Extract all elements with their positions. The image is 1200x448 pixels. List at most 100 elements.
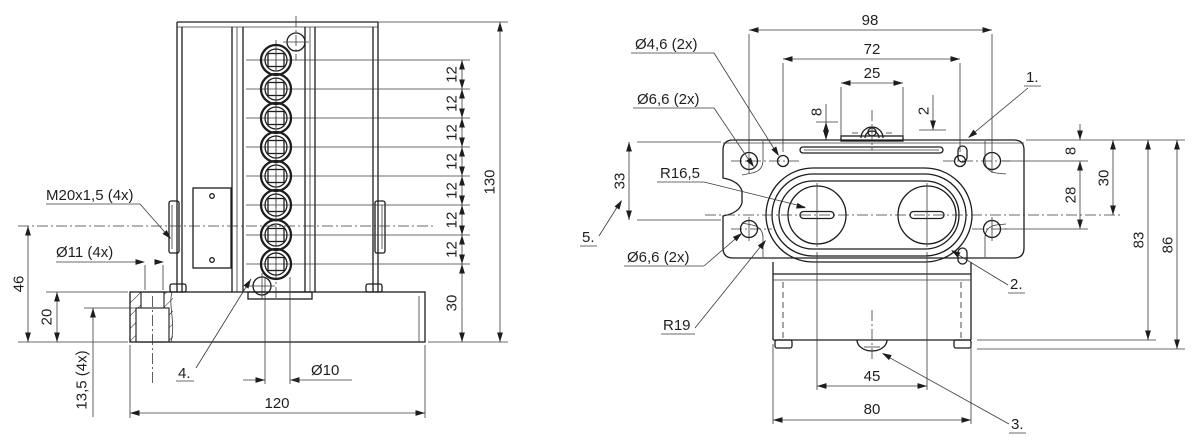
dim-pitch-chain: 12 12 12 12 12 12 12 30 bbox=[444, 60, 465, 342]
dim-83: 83 bbox=[1131, 232, 1148, 249]
dim-130: 130 bbox=[378, 21, 508, 343]
balloon-2: 2. bbox=[949, 247, 1025, 294]
hole-small-left bbox=[776, 154, 790, 168]
label-gland-bore: Ø10 bbox=[311, 362, 339, 379]
gland-2 bbox=[259, 72, 293, 106]
dim-o11: Ø11 (4x) bbox=[56, 244, 164, 290]
svg-text:33: 33 bbox=[612, 173, 629, 190]
svg-text:46: 46 bbox=[11, 276, 28, 293]
tv-seal-obround bbox=[705, 167, 1122, 263]
svg-text:45: 45 bbox=[864, 368, 881, 385]
leader-inner-radius: R16,5 bbox=[657, 165, 807, 211]
svg-text:98: 98 bbox=[862, 12, 879, 29]
label-item-2: 2. bbox=[1010, 276, 1023, 293]
gland-6 bbox=[259, 188, 293, 222]
dim-80: 80 bbox=[772, 344, 972, 424]
dim-12-5: 12 bbox=[444, 182, 461, 199]
dim-12-4: 12 bbox=[444, 153, 461, 170]
balloon-1: 1. bbox=[966, 69, 1041, 141]
fv-column-foot bbox=[247, 291, 313, 300]
fv-base bbox=[129, 291, 426, 384]
leader-outer-radius: R19 bbox=[661, 238, 769, 335]
dim-12-2: 12 bbox=[444, 95, 461, 112]
dim-right-stack: 8 28 30 83 86 bbox=[977, 124, 1185, 350]
fv-right-foot bbox=[365, 283, 383, 293]
section-break-line bbox=[170, 291, 174, 343]
label-outer-radius: R19 bbox=[663, 317, 691, 334]
dim-45: 45 bbox=[816, 252, 928, 390]
gland-3 bbox=[259, 101, 293, 135]
dim-33: 33 bbox=[612, 141, 721, 221]
gland-4 bbox=[259, 130, 293, 164]
gland-1 bbox=[259, 43, 293, 77]
leader-item-4: 4. bbox=[176, 277, 254, 382]
right-slot-bottom bbox=[957, 247, 968, 265]
fv-nameplate bbox=[192, 187, 232, 269]
leader-thread: M20x1,5 (4x) bbox=[46, 187, 174, 241]
dim-72: 72 bbox=[782, 41, 961, 152]
dim-25: 25 bbox=[840, 65, 904, 137]
balloon-3: 3. bbox=[880, 350, 1026, 434]
label-item-1: 1. bbox=[1026, 69, 1039, 86]
svg-text:120: 120 bbox=[264, 395, 289, 412]
svg-text:130: 130 bbox=[482, 169, 499, 194]
dim-2: 2 bbox=[916, 95, 946, 131]
fv-bottom-screw bbox=[249, 273, 275, 299]
dim-o10: Ø10 bbox=[243, 362, 352, 383]
leader-hole-top: Ø6,6 (2x) bbox=[633, 91, 757, 169]
dim-12-1: 12 bbox=[444, 66, 461, 83]
dim-20: 20 bbox=[39, 291, 128, 342]
leader-hole-small: Ø4,6 (2x) bbox=[631, 36, 782, 158]
dim-8-right: 8 bbox=[1063, 147, 1080, 155]
dim-13-5: 13,5 (4x) bbox=[74, 307, 136, 417]
dim-12-7: 12 bbox=[444, 241, 461, 258]
svg-text:72: 72 bbox=[864, 41, 881, 58]
tv-nameplate-edge bbox=[799, 146, 944, 154]
fv-left-foot bbox=[169, 283, 187, 293]
top-view: 98 72 25 8 2 33 bbox=[580, 12, 1185, 434]
balloon-5: 5. bbox=[580, 198, 625, 247]
fv-cable-entry-stubs bbox=[168, 200, 386, 254]
dim-86: 86 bbox=[1160, 237, 1177, 254]
label-inner-radius: R16,5 bbox=[660, 165, 700, 182]
tv-top-clamp bbox=[799, 110, 944, 154]
fv-top-screw bbox=[283, 16, 309, 60]
tv-flange-plate bbox=[722, 139, 1025, 265]
dim-120: 120 bbox=[129, 345, 426, 418]
gland-8 bbox=[259, 247, 293, 281]
label-item-5: 5. bbox=[582, 229, 595, 246]
cover-screw-right bbox=[897, 183, 957, 247]
label-hole-bottom: Ø6,6 (2x) bbox=[627, 249, 690, 266]
dim-98: 98 bbox=[748, 12, 993, 150]
label-item-4: 4. bbox=[178, 365, 191, 382]
hole-small-right bbox=[953, 154, 967, 168]
dim-30-bottom: 30 bbox=[444, 295, 461, 312]
tv-lower-housing bbox=[772, 262, 972, 362]
fv-body bbox=[169, 21, 383, 300]
gland-5 bbox=[259, 159, 293, 193]
dim-30-right: 30 bbox=[1096, 170, 1113, 187]
screw-bottom-left bbox=[739, 217, 759, 241]
tv-corner-screws bbox=[731, 149, 1010, 241]
fv-gland-column bbox=[246, 40, 470, 300]
front-view: 12 12 12 12 12 12 12 30 130 46 20 13,5 (… bbox=[11, 16, 508, 418]
svg-text:8: 8 bbox=[809, 108, 826, 116]
svg-text:80: 80 bbox=[864, 401, 881, 418]
dim-12-6: 12 bbox=[444, 212, 461, 229]
leader-hole-bottom: Ø6,6 (2x) bbox=[624, 230, 744, 267]
dim-28: 28 bbox=[1063, 187, 1080, 204]
gland-7 bbox=[259, 218, 293, 252]
svg-text:25: 25 bbox=[864, 65, 881, 82]
label-counterbore: 13,5 (4x) bbox=[74, 350, 91, 409]
label-item-3: 3. bbox=[1011, 416, 1024, 433]
screw-top-right bbox=[982, 149, 1002, 173]
dim-12-3: 12 bbox=[444, 124, 461, 141]
svg-text:20: 20 bbox=[39, 309, 56, 326]
housing-foot-left bbox=[774, 339, 793, 349]
dim-46: 46 bbox=[11, 226, 128, 343]
gland-centerlines bbox=[246, 59, 470, 265]
label-thread: M20x1,5 (4x) bbox=[46, 187, 134, 204]
dim-8-top: 8 bbox=[809, 104, 838, 140]
